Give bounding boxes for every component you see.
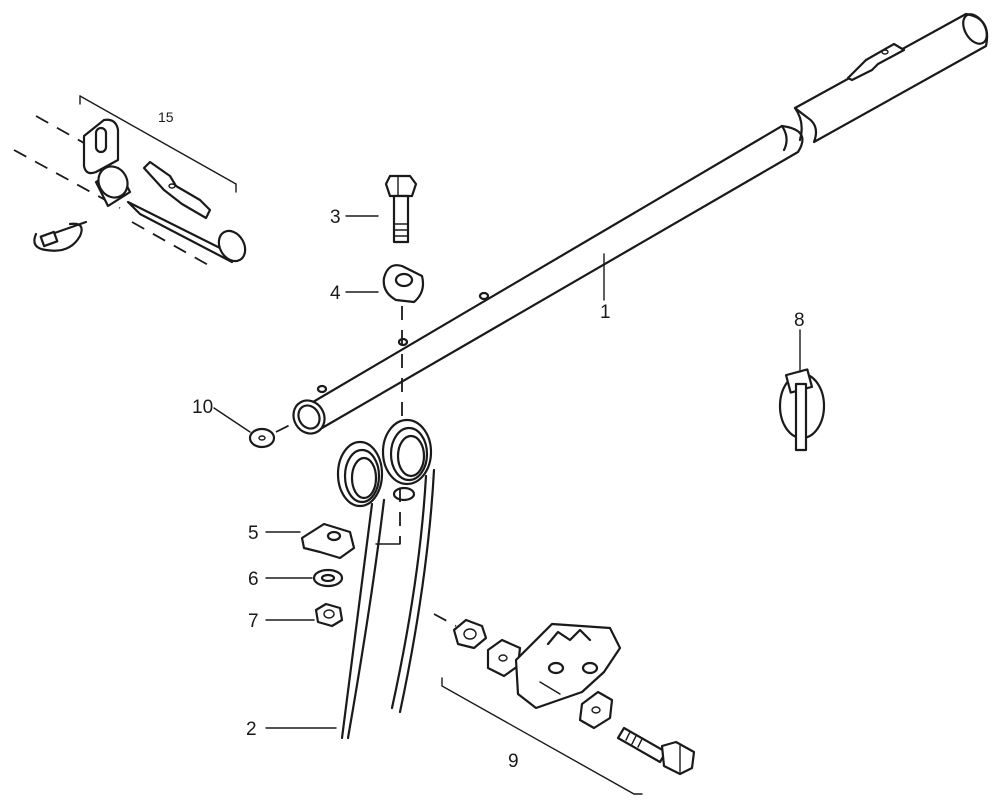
washer-part-10 <box>248 423 293 449</box>
callout-9: 9 <box>508 751 519 772</box>
callout-15: 15 <box>158 109 174 125</box>
callout-1: 1 <box>600 302 611 323</box>
lynch-pin-part-8 <box>778 368 826 452</box>
clamp-assembly-part-9 <box>433 613 696 795</box>
callout-8: 8 <box>794 310 805 331</box>
washer-part-6 <box>312 568 344 588</box>
callout-leaders <box>213 215 801 729</box>
tube-part-1 <box>292 12 989 435</box>
spacer-part-4 <box>382 264 425 304</box>
clamp-plate-part-5 <box>300 522 356 560</box>
callout-6: 6 <box>248 569 259 590</box>
nut-part-7 <box>314 602 344 628</box>
spring-tine-part-2 <box>336 418 436 740</box>
callout-2: 2 <box>246 719 257 740</box>
callout-5: 5 <box>248 523 259 544</box>
callout-3: 3 <box>330 207 341 228</box>
bolt-part-3 <box>384 174 418 244</box>
callout-7: 7 <box>248 611 259 632</box>
callout-4: 4 <box>330 283 341 304</box>
assembly-part-15 <box>13 95 247 267</box>
callout-10: 10 <box>192 397 213 418</box>
